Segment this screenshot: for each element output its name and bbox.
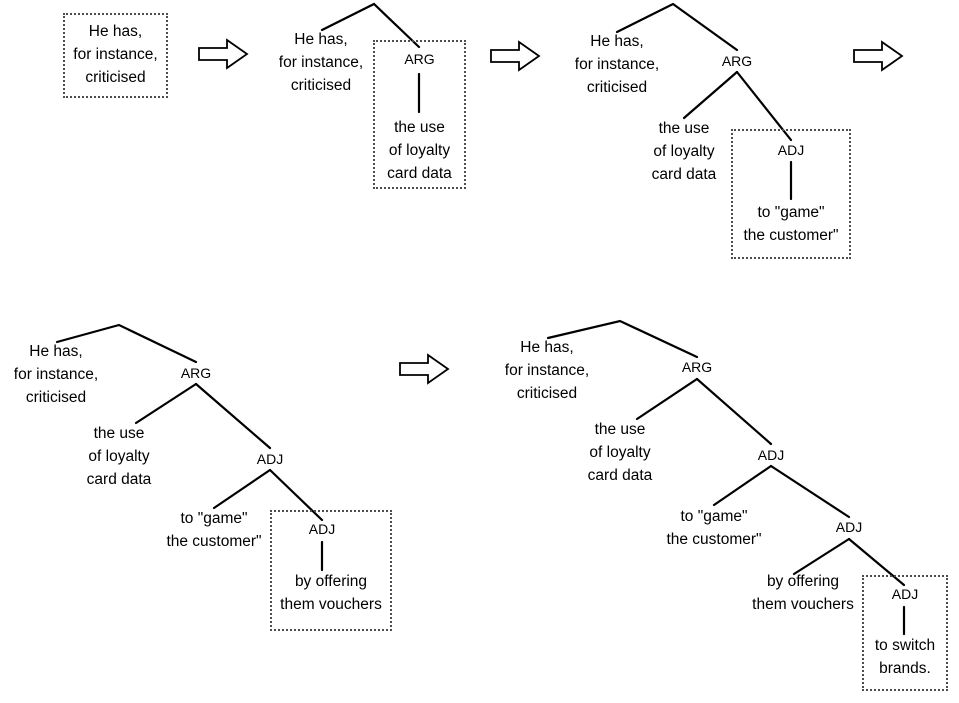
step4-adj-label: ADJ [256,451,284,467]
step2-arg-label: ARG [404,51,435,67]
step4-arg-label: ARG [180,365,212,381]
step5-arg-phrase: the use of loyalty card data [587,421,653,484]
step3-adj-phrase: to "game" the customer" [743,204,839,244]
step3-arg-label: ARG [721,53,753,69]
step4-adj2-phrase: by offering them vouchers [280,573,382,613]
step4-root-phrase: He has, for instance, criticised [13,343,99,406]
highlight-box-step4 [270,510,392,631]
step4-adj-phrase: to "game" the customer" [166,510,262,550]
highlight-box-step5 [862,575,948,691]
step5-adj3-label: ADJ [891,586,919,602]
step5-adj2-phrase: by offering them vouchers [752,573,854,613]
step2-root-phrase: He has, for instance, criticised [278,31,364,94]
step4-adj2-label: ADJ [308,521,336,537]
right-arrow-icon-4 [398,353,450,385]
step4-arg-phrase: the use of loyalty card data [86,425,152,488]
step5-adj2-label: ADJ [835,519,863,535]
highlight-box-step1 [63,13,168,98]
highlight-box-step3 [731,129,851,259]
step3-arg-phrase: the use of loyalty card data [651,120,717,183]
highlight-box-step2 [373,40,466,189]
step3-adj-label: ADJ [777,142,805,158]
step5-adj3-phrase: to switch brands. [874,637,936,677]
right-arrow-icon-3 [852,40,904,72]
step5-root-phrase: He has, for instance, criticised [504,339,590,402]
step5-adj-label: ADJ [757,447,785,463]
right-arrow-icon-2 [489,40,541,72]
step1-root-phrase: He has, for instance, criticised [73,23,158,86]
step5-adj-phrase: to "game" the customer" [666,508,762,548]
step2-arg-phrase: the use of loyalty card data [387,119,452,182]
step3-root-phrase: He has, for instance, criticised [574,33,660,96]
right-arrow-icon-1 [197,38,249,70]
step5-arg-label: ARG [681,359,713,375]
